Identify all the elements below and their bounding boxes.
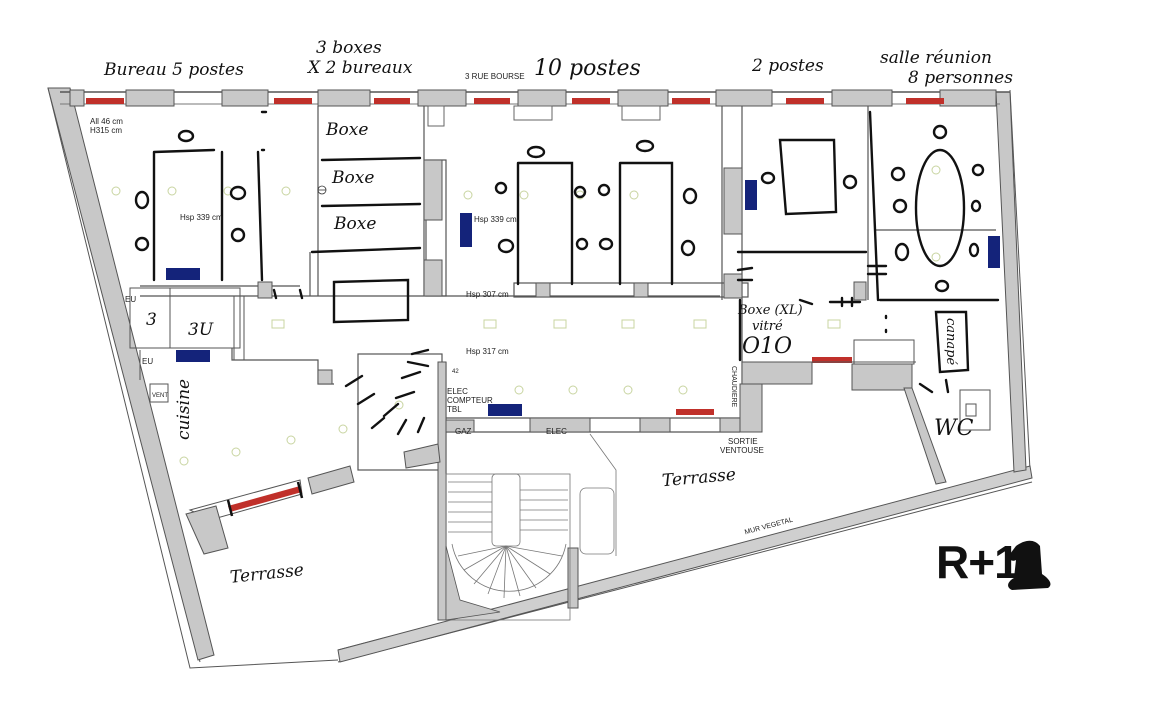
right-wall — [995, 91, 1027, 473]
sortie-ventouse-label-1: SORTIE — [728, 437, 758, 446]
sortie-ventouse-label-2: VENTOUSE — [720, 446, 764, 455]
annotation-vitre: vitré — [752, 319, 783, 334]
annotation-wc-3u: 3U — [188, 320, 214, 340]
street-label: 3 RUE BOURSE — [465, 72, 525, 81]
eu-label-1: EU — [125, 295, 137, 304]
annotation-salle-reunion: salle réunion — [880, 48, 992, 68]
air-units — [166, 180, 1000, 416]
mur-vegetal-wall — [337, 465, 1033, 663]
hsp-center-label: Hsp 339 cm — [474, 215, 517, 224]
dim-42-label: 42 — [452, 369, 459, 375]
eu-label-2: EU — [142, 357, 154, 366]
height-label: H315 cm — [90, 126, 123, 135]
annotation-8-personnes: 8 personnes — [908, 68, 1013, 88]
elec-label: ELEC — [546, 427, 567, 436]
light-fixtures — [111, 165, 941, 466]
annotation-wc-3: 3 — [146, 310, 157, 330]
allege-label: All 46 cm — [90, 117, 123, 126]
annotation-boxe-2: Boxe — [332, 168, 375, 188]
staircase — [445, 473, 571, 621]
annotation-boxe-xl-seats: O1O — [742, 334, 793, 359]
level-label: R+1 — [936, 536, 1020, 588]
chaudiere-label: CHAUDIERE — [730, 366, 737, 408]
annotation-x2-bureaux: X 2 bureaux — [308, 58, 413, 78]
annotation-boxe-3: Boxe — [334, 214, 377, 234]
vent-label: VENT — [152, 393, 169, 399]
left-wall — [47, 87, 215, 661]
hsp-left-label: Hsp 339 cm — [180, 213, 223, 222]
annotation-10-postes: 10 postes — [534, 56, 641, 81]
elec-compteur-label-2: COMPTEUR — [447, 396, 493, 405]
interior-walls — [140, 106, 996, 300]
annotation-3-boxes: 3 boxes — [316, 38, 382, 58]
annotation-2-postes: 2 postes — [752, 56, 824, 76]
elec-compteur-label-3: TBL — [447, 405, 462, 414]
annotation-boxe-1: Boxe — [326, 120, 369, 140]
hsp-hall-label: Hsp 317 cm — [466, 347, 509, 356]
ink-markup — [134, 110, 1000, 436]
annotation-bureau-5-postes: Bureau 5 postes — [104, 60, 244, 80]
elec-compteur-label-1: ELEC — [447, 387, 468, 396]
gaz-label: GAZ — [455, 427, 472, 436]
radiators — [86, 98, 944, 415]
annotation-boxe-xl: Boxe (XL) — [738, 303, 803, 318]
level-number-blob — [1008, 540, 1051, 590]
annotation-wc: WC — [934, 416, 974, 441]
annotation-vertical-note: canapé — [943, 318, 958, 366]
hsp-corridor-label: Hsp 307 cm — [466, 290, 509, 299]
annotation-cuisine: cuisine — [174, 378, 194, 440]
